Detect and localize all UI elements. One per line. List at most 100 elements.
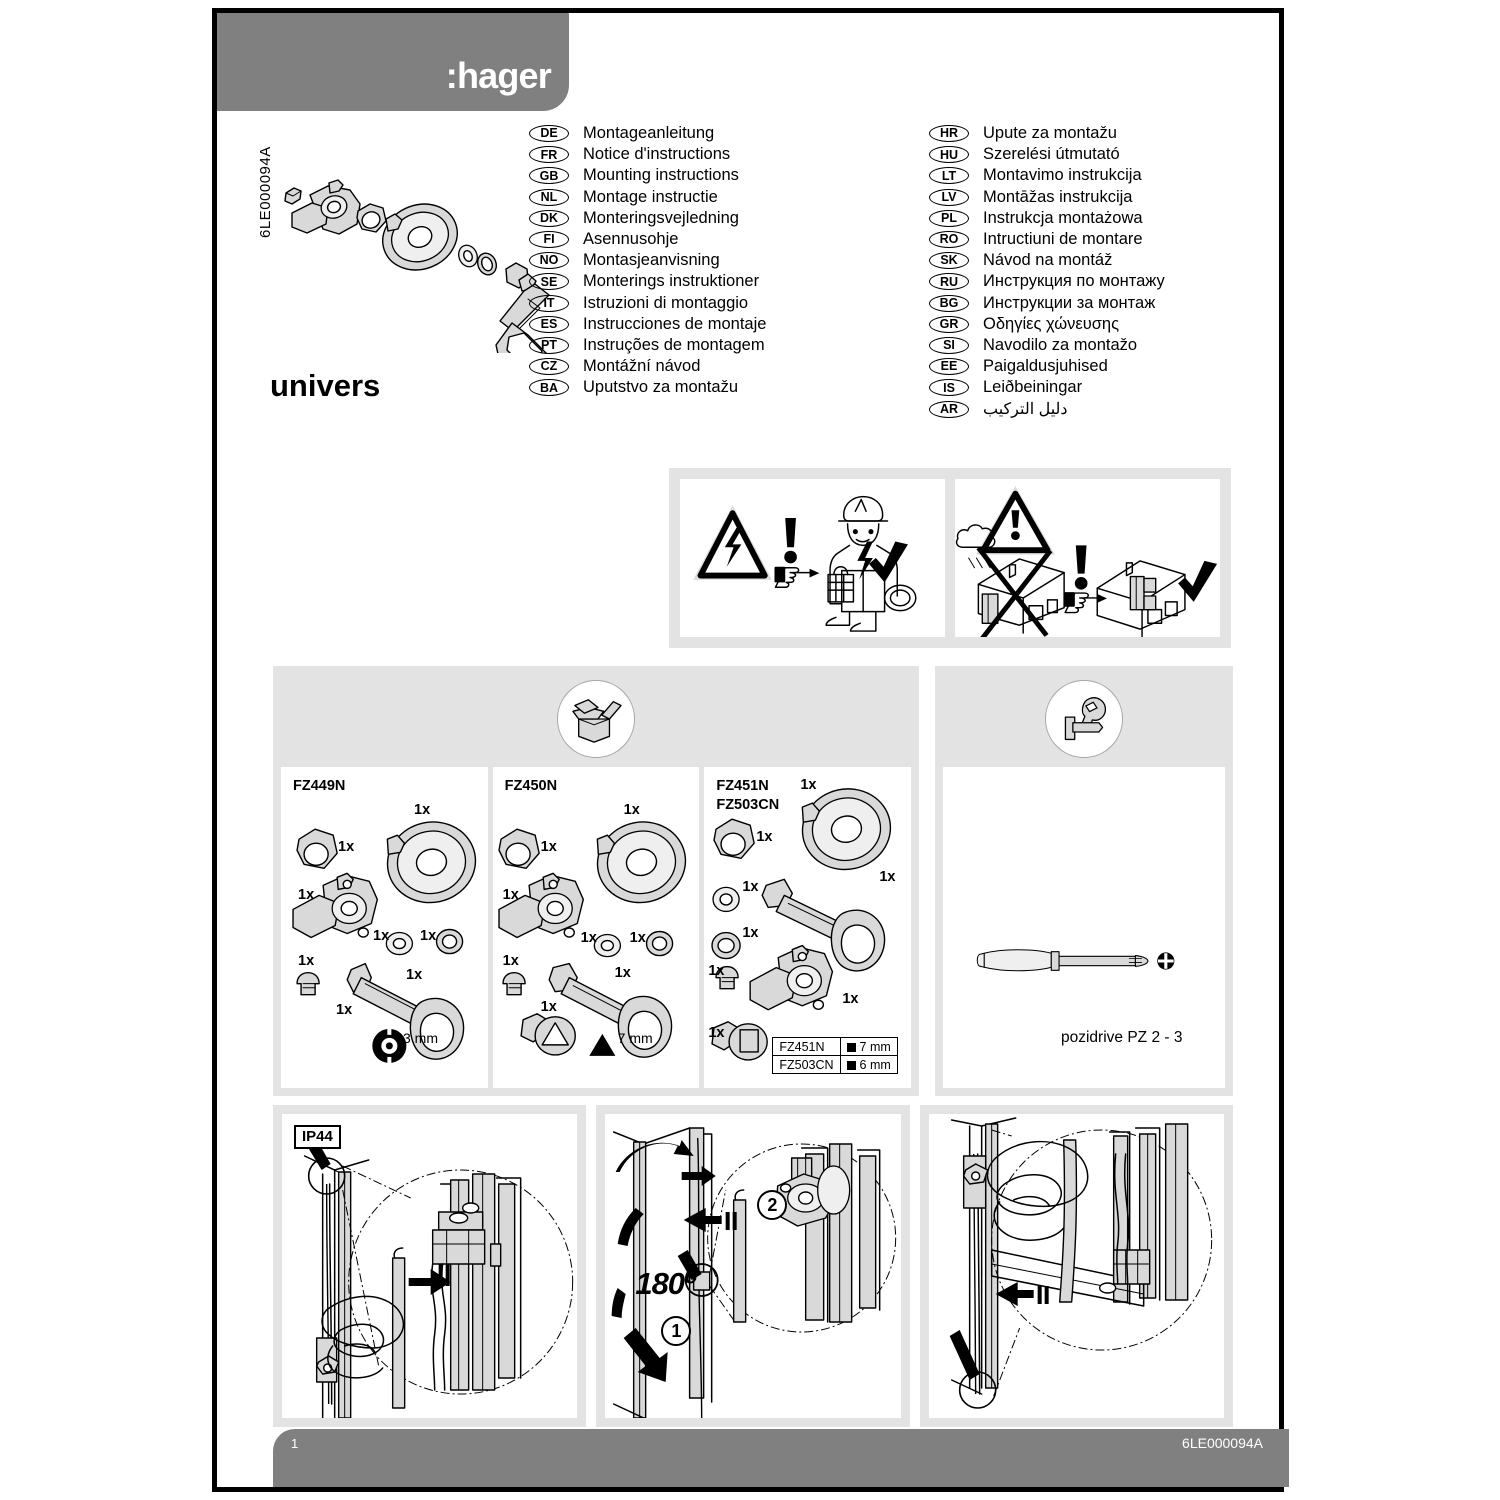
- language-row: SI Navodilo za montažo: [929, 335, 1165, 356]
- checkmark-icon: [1178, 560, 1218, 602]
- language-code-badge: IS: [929, 379, 969, 397]
- wrench-hammer-icon: [1045, 680, 1123, 758]
- warning-triangle-icon: [975, 485, 1055, 555]
- step-callout-2: 2: [757, 1190, 788, 1220]
- square-profile-icon: [846, 1060, 856, 1070]
- language-label: Upute za montažu: [983, 124, 1117, 143]
- language-code-badge: DE: [529, 125, 569, 143]
- model-cell: FZ451N: [772, 1037, 841, 1056]
- spec-size-label: 3 mm: [403, 1030, 438, 1046]
- qty-label: 1x: [800, 777, 817, 793]
- page-footer: 1 6LE000094A: [273, 1429, 1289, 1487]
- language-code-badge: LT: [929, 167, 969, 185]
- language-label: Paigaldusjuhised: [983, 357, 1108, 376]
- language-label: Asennusohje: [583, 230, 679, 249]
- square-profile-icon: [846, 1042, 856, 1052]
- language-code-badge: EE: [929, 358, 969, 376]
- screwdriver-icon: [976, 949, 1149, 972]
- language-label: Montážní návod: [583, 357, 701, 376]
- language-code-badge: LV: [929, 188, 969, 206]
- language-code-badge: SK: [929, 252, 969, 270]
- qty-label: 1x: [406, 967, 423, 983]
- language-code-badge: NL: [529, 188, 569, 206]
- language-code-badge: FI: [529, 231, 569, 249]
- language-code-badge: RU: [929, 273, 969, 291]
- language-label: Uputstvo za montažu: [583, 378, 738, 397]
- package-contents-section: FZ449N: [273, 666, 919, 1096]
- table-row: FZ451N 7 mm: [772, 1037, 898, 1056]
- language-row: HU Szerelési útmutató: [929, 144, 1165, 165]
- qty-label: 1x: [373, 928, 390, 944]
- qty-label: 1x: [414, 802, 431, 818]
- qty-label: 1x: [614, 965, 631, 981]
- header-band: :hager: [217, 13, 569, 111]
- language-code-badge: HU: [929, 146, 969, 164]
- language-code-badge: SE: [529, 273, 569, 291]
- language-row: PT Instruções de montagem: [529, 335, 766, 356]
- step-3-illustration: [949, 1117, 1212, 1409]
- exploded-lock-assembly-illustration: [272, 173, 552, 353]
- language-code-badge: IT: [529, 294, 569, 312]
- qty-label: 1x: [420, 928, 437, 944]
- language-label: Montage instructie: [583, 187, 718, 206]
- language-label: Instruções de montagem: [583, 335, 765, 354]
- pointing-hand-icon: [774, 566, 820, 588]
- part-panel-title: FZ451N FZ503CN: [716, 778, 780, 814]
- qty-label: 1x: [338, 839, 355, 855]
- high-voltage-triangle-icon: [693, 505, 773, 580]
- qty-label: 1x: [742, 879, 759, 895]
- qty-label: 1x: [540, 999, 557, 1015]
- qty-label: 1x: [629, 930, 646, 946]
- qty-label: 1x: [708, 963, 725, 979]
- language-code-badge: AR: [929, 400, 969, 418]
- step-2-illustration: [611, 1127, 897, 1418]
- language-row: FI Asennusohje: [529, 229, 766, 250]
- exclamation-icon: [784, 518, 797, 564]
- hager-logo: :hager: [445, 55, 552, 96]
- pozidrive-bit-icon: [1157, 952, 1175, 970]
- step-1-illustration: [303, 1136, 574, 1418]
- language-label: Navodilo za montažo: [983, 335, 1138, 354]
- table-row: FZ503CN 6 mm: [772, 1055, 898, 1074]
- tools-panel: pozidrive PZ 2 - 3: [943, 767, 1225, 1088]
- language-label: Montavimo instrukcija: [983, 166, 1142, 185]
- language-label: Οδηγίες χώνευσης: [983, 314, 1120, 333]
- language-row: DE Montageanleitung: [529, 123, 766, 144]
- language-code-badge: PT: [529, 336, 569, 354]
- profile-size-table: FZ451N 7 mm FZ503CN 6 mm: [772, 1037, 898, 1074]
- language-code-badge: BG: [929, 294, 969, 312]
- language-code-badge: BA: [529, 379, 569, 397]
- language-code-badge: SI: [929, 336, 969, 354]
- footer-doc-code: 6LE000094A: [1182, 1435, 1263, 1451]
- qty-label: 1x: [842, 991, 859, 1007]
- language-label: Montasjeanvisning: [583, 251, 720, 270]
- model-cell: FZ503CN: [772, 1055, 841, 1074]
- language-label: Monteringsvejledning: [583, 208, 739, 227]
- part-panel-fz450n: FZ450N: [492, 767, 700, 1088]
- language-code-badge: FR: [529, 146, 569, 164]
- qty-label: 1x: [502, 953, 519, 969]
- language-label: Szerelési útmutató: [983, 145, 1120, 164]
- language-code-badge: RO: [929, 231, 969, 249]
- safety-warning-strip: [669, 468, 1231, 648]
- indoor-house-icon: [1096, 560, 1186, 637]
- language-code-badge: ES: [529, 315, 569, 333]
- language-label: دليل التركيب: [983, 401, 1068, 419]
- qty-label: 1x: [298, 953, 315, 969]
- language-label: Notice d'instructions: [583, 145, 731, 164]
- part-panel-title: FZ449N: [293, 778, 346, 794]
- assembly-step-3: [919, 1105, 1233, 1427]
- language-code-badge: PL: [929, 209, 969, 227]
- language-label: Montageanleitung: [583, 124, 715, 143]
- language-code-badge: DK: [529, 209, 569, 227]
